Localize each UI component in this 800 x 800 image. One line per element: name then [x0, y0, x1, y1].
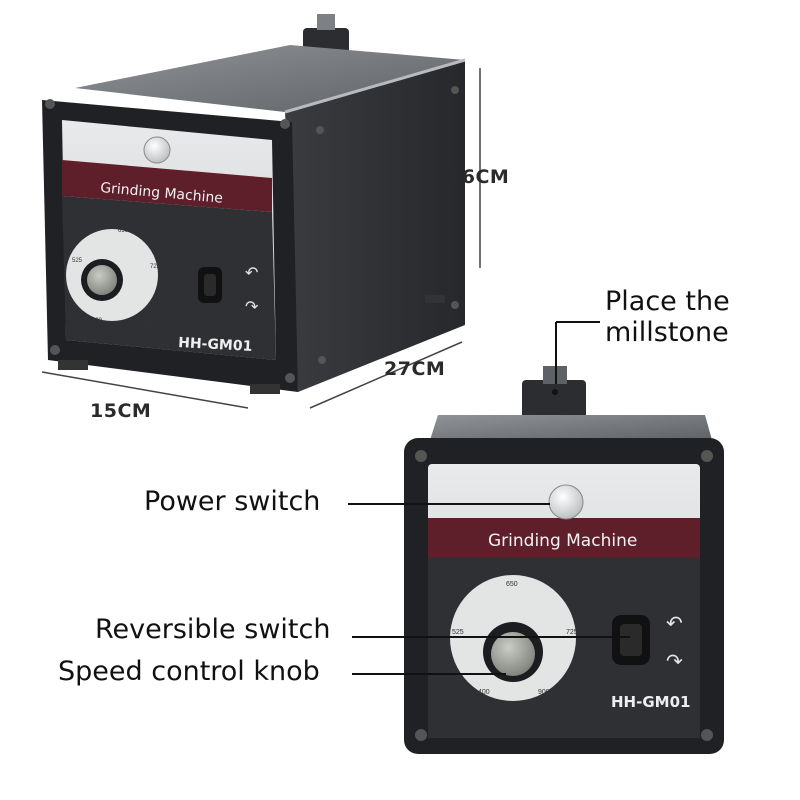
callout-speed-knob: Speed control knob [58, 656, 320, 687]
callout-power-switch: Power switch [144, 486, 321, 517]
machine-front-view: ↶ ↷ [348, 321, 724, 754]
dimension-width-label: 15CM [90, 400, 152, 422]
svg-text:↶: ↶ [666, 611, 683, 635]
svg-text:↷: ↷ [245, 297, 259, 316]
dial-mark-725-1: 725 [150, 264, 161, 270]
svg-text:↶: ↶ [245, 263, 258, 282]
dial-mark-650-2: 650 [506, 581, 518, 588]
dimension-length-label: 27CM [384, 358, 446, 380]
dial-mark-525-1: 525 [72, 258, 83, 264]
dial-mark-900-2: 900 [538, 689, 550, 696]
dial-mark-400-1: 400 [92, 318, 103, 324]
callout-millstone-line-2: millstone [605, 317, 729, 349]
machine-name-label-2: Grinding Machine [488, 531, 637, 551]
model-label-1: HH-GM01 [178, 335, 253, 355]
dial-mark-525-2: 525 [452, 629, 464, 636]
dial-mark-650-1: 650 [118, 228, 129, 234]
callout-millstone: Place the millstone [605, 286, 730, 348]
dimension-height-label: 16CM [448, 166, 510, 188]
dial-mark-900-1: 900 [141, 323, 152, 329]
callout-reversible-switch: Reversible switch [95, 614, 331, 645]
machine-perspective-view: ↶ ↷ [41, 14, 481, 409]
callout-millstone-line-1: Place the [605, 286, 730, 317]
svg-text:↷: ↷ [666, 649, 683, 673]
model-label-2: HH-GM01 [611, 693, 690, 711]
dial-mark-400-2: 400 [478, 689, 490, 696]
dial-mark-725-2: 725 [566, 629, 578, 636]
